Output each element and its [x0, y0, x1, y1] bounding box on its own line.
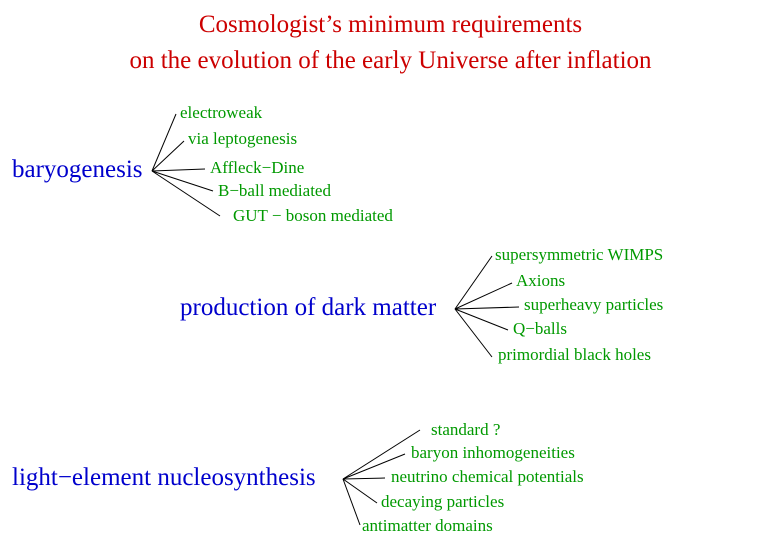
leaf-q-balls: Q−balls [513, 319, 567, 338]
leaf-affleck-dine: Affleck−Dine [210, 158, 305, 177]
branch-line [151, 170, 221, 217]
branch-line [151, 168, 206, 172]
leaf-baryon-inhomogeneities: baryon inhomogeneities [411, 443, 575, 462]
branch-line [342, 429, 421, 480]
leaf-superheavy-particles: superheavy particles [524, 295, 664, 314]
leaf-b-ball-mediated: B−ball mediated [218, 181, 331, 200]
leaf-axions: Axions [516, 271, 566, 290]
branch-line [454, 308, 493, 358]
leaf-via-leptogenesis: via leptogenesis [188, 129, 298, 148]
leaf-decaying-particles: decaying particles [381, 492, 505, 511]
branch-line [454, 255, 493, 310]
branch-line [342, 478, 361, 526]
branch-line [342, 477, 386, 480]
branch-line [342, 478, 378, 504]
topic-baryogenesis: baryogenesis [12, 156, 143, 183]
branch-line [454, 282, 513, 310]
leaf-neutrino-chemical-potentials: neutrino chemical potentials [391, 467, 584, 486]
title-line-1: Cosmologist’s minimum requirements [198, 11, 583, 38]
title-line-2: on the evolution of the early Universe a… [129, 47, 652, 74]
leaf-supersymmetric-wimps: supersymmetric WIMPS [495, 245, 664, 264]
branch-line [454, 306, 520, 310]
branch-line [151, 170, 214, 192]
topic-dark-matter: production of dark matter [180, 294, 437, 321]
topic-nucleosynthesis: light−element nucleosynthesis [12, 464, 316, 491]
branch-line [151, 140, 185, 172]
branch-line [454, 308, 509, 331]
leaf-primordial-black-holes: primordial black holes [498, 345, 651, 364]
branch-line [151, 113, 177, 172]
leaf-standard: standard ? [431, 420, 501, 439]
leaf-electroweak: electroweak [180, 103, 263, 122]
leaf-antimatter-domains: antimatter domains [362, 516, 493, 535]
leaf-gut-boson-mediated: GUT − boson mediated [233, 206, 393, 225]
branch-line [342, 453, 406, 480]
